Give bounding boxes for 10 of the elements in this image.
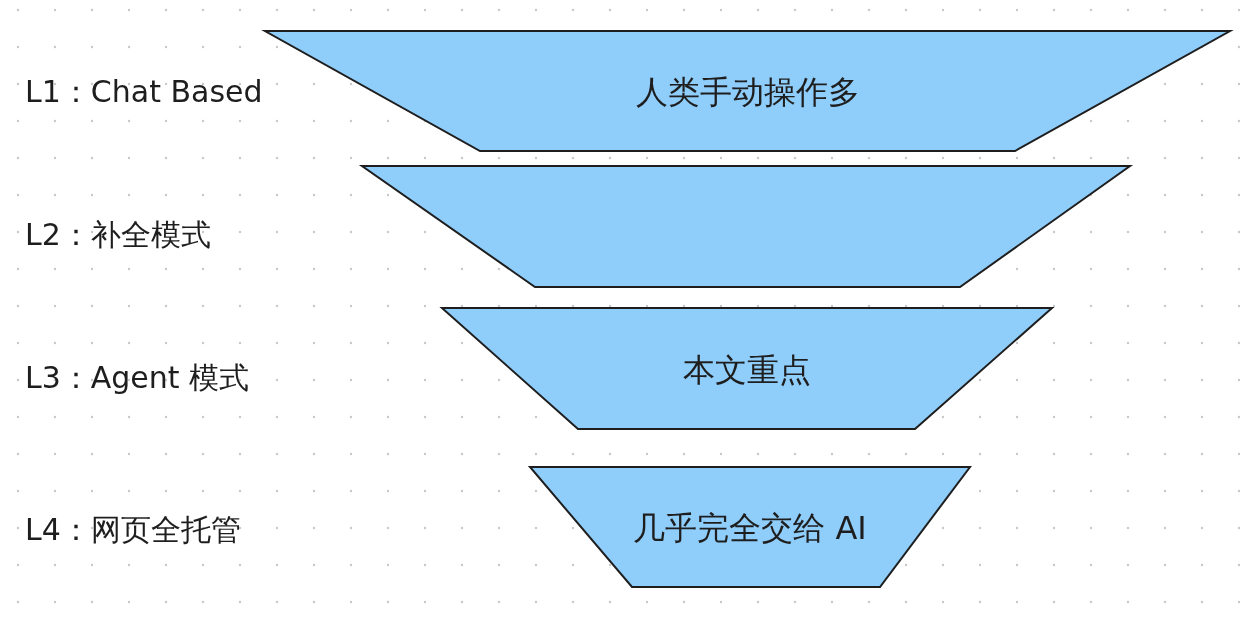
level-label: L2：补全模式: [25, 216, 211, 254]
level-label: L3：Agent 模式: [25, 359, 250, 397]
funnel-layer: [530, 466, 970, 588]
layer-text: 人类手动操作多: [634, 72, 861, 113]
level-label: L1：Chat Based: [25, 73, 263, 111]
layer-text: 几乎完全交给 AI: [632, 508, 868, 549]
funnel-layer: [442, 307, 1052, 430]
level-label: L4：网页全托管: [25, 511, 241, 549]
funnel-layer: [362, 165, 1130, 288]
layer-text: 本文重点: [682, 349, 812, 391]
